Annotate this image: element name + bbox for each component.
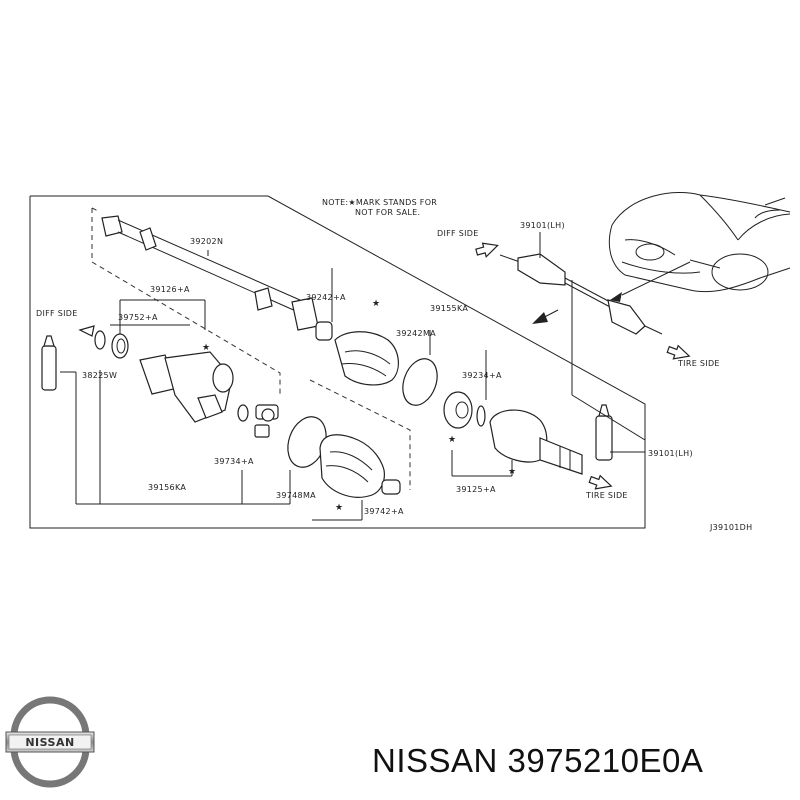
label-39202n: 39202N: [190, 237, 223, 246]
label-39156ka: 39156KA: [148, 483, 186, 492]
svg-text:★: ★: [448, 435, 456, 445]
note-line-1: NOTE:★MARK STANDS FOR: [322, 198, 437, 207]
shaft-39202n: [101, 215, 319, 331]
label-39125a: 39125+A: [456, 485, 496, 494]
inner-boot-39748ma: [287, 416, 401, 498]
label-39234a: 39234+A: [462, 371, 502, 380]
tripod-39734a: [237, 404, 279, 438]
inner-joint-39156ka: [139, 351, 234, 423]
car-front-illustration: [608, 192, 791, 293]
svg-text:★: ★: [372, 299, 380, 309]
outer-boot-39242ma: [315, 321, 438, 406]
svg-text:★: ★: [508, 467, 516, 477]
label-39126a: 39126+A: [150, 285, 190, 294]
label-39752a: 39752+A: [118, 313, 158, 322]
label-39742a: 39742+A: [364, 507, 404, 516]
star-marks: ★ ★ ★ ★ ★: [202, 299, 516, 513]
label-diff-side-lower: DIFF SIDE: [36, 309, 78, 318]
logo-text: NISSAN: [25, 736, 74, 749]
label-39242ma: 39242MA: [396, 329, 436, 338]
diff-side-arrow-upper[interactable]: [475, 240, 500, 259]
label-39101lh-lower: 39101(LH): [648, 449, 693, 458]
grease-tubes: [41, 335, 613, 461]
rings-diff-side: [94, 330, 129, 359]
label-tire-side-lower: TIRE SIDE: [585, 491, 628, 500]
label-diff-side-upper: DIFF SIDE: [437, 229, 479, 238]
label-39155ka: 39155KA: [430, 304, 468, 313]
tire-side-arrow-lower[interactable]: [588, 473, 613, 494]
inner-joint-dash-box: [91, 208, 281, 395]
diagram-code: J39101DH: [709, 523, 752, 532]
label-39101lh-upper: 39101(LH): [520, 221, 565, 230]
nissan-logo: NISSAN: [5, 696, 95, 788]
part-caption: NISSAN 3975210E0A: [372, 742, 704, 779]
outer-joint-39101: [443, 391, 583, 475]
diff-side-arrow-lower[interactable]: [78, 325, 95, 337]
label-tire-side-upper: TIRE SIDE: [677, 359, 720, 368]
label-39242a: 39242+A: [306, 293, 346, 302]
note-line-2: NOT FOR SALE.: [355, 208, 420, 217]
svg-text:★: ★: [202, 343, 210, 353]
assembled-driveshaft: [499, 253, 691, 335]
label-39748ma: 39748MA: [276, 491, 316, 500]
boot-dash-box: [309, 379, 411, 490]
assembly-outline: [29, 195, 646, 529]
tire-side-arrow-upper[interactable]: [666, 343, 691, 364]
svg-text:★: ★: [335, 503, 343, 513]
leader-lines: [60, 232, 646, 521]
label-39734a: 39734+A: [214, 457, 254, 466]
label-38225w: 38225W: [82, 371, 117, 380]
